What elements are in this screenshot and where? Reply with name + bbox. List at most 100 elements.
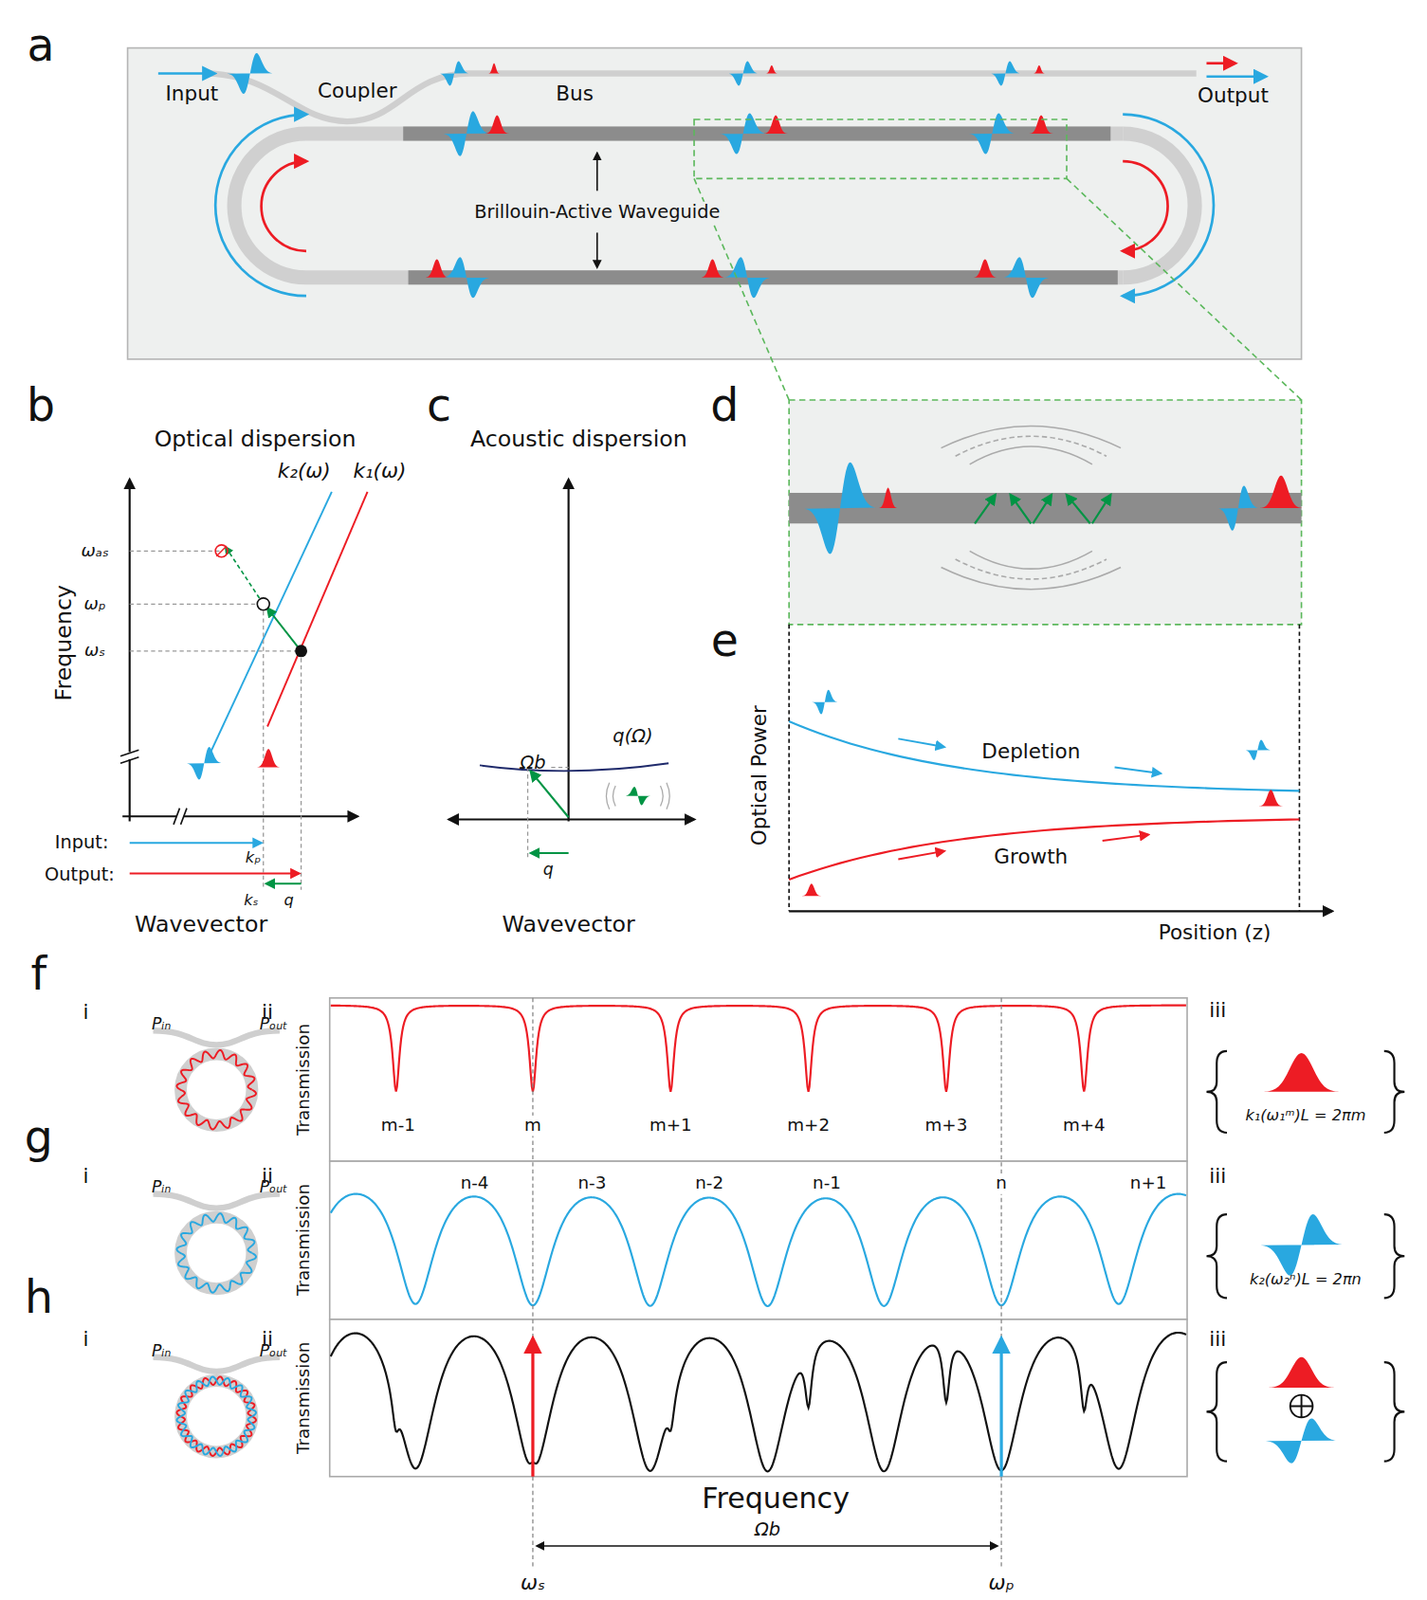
figure-label: Brillouin-Active Waveguide (471, 201, 724, 223)
antisymmetric-pulse (989, 61, 1021, 87)
figure-label: Input: (54, 832, 110, 854)
figure-stroke (612, 786, 616, 807)
gaussian-pulse (878, 488, 899, 509)
arrow-line (596, 232, 599, 268)
circled-plus (1290, 1395, 1314, 1419)
curly-brace (1206, 1214, 1227, 1299)
guide-line (129, 650, 302, 652)
figure-label: k₂(ω₂ⁿ)L = 2πn (1249, 1271, 1362, 1290)
circled-plus (1290, 1395, 1314, 1419)
acoustic-wave (969, 446, 1093, 465)
figure-label: n-1 (812, 1173, 842, 1194)
figure-label: i (82, 1328, 89, 1353)
arrow-line (129, 873, 300, 876)
figure-label: Transmission (293, 1024, 314, 1136)
figure-label: ωₐₛ (80, 541, 109, 562)
arrow-line (129, 841, 262, 844)
ring-bend (234, 133, 307, 278)
figure-label: i (82, 1165, 89, 1190)
acoustic-wave (941, 567, 1121, 590)
figure-label: m+3 (925, 1115, 969, 1136)
panel-letter: d (710, 380, 739, 432)
antisymmetric-pulse (1217, 485, 1259, 531)
figure-label: iii (1208, 1165, 1226, 1190)
antisymmetric-pulse (443, 110, 490, 156)
antisymmetric-pulse (439, 61, 470, 87)
figure-label: i (82, 1001, 89, 1025)
arrow-line (1066, 494, 1091, 524)
figure-label: Transmission (293, 1184, 314, 1297)
figure-label: Pₒᵤₜ (259, 1178, 289, 1198)
figure-label: k₁(ω) (353, 459, 407, 484)
guide-line (129, 550, 222, 552)
anti-stokes-point (215, 545, 228, 558)
figure-label: kₛ (243, 892, 258, 911)
figure-label: Pᵢₙ (151, 1341, 171, 1361)
figure-label: Ωb (519, 752, 546, 774)
figure-label: q (284, 892, 294, 911)
dispersion-line (209, 492, 332, 756)
acoustic-wave (955, 559, 1107, 580)
gaussian-pulse (484, 115, 511, 134)
mode-field (176, 1050, 257, 1131)
gaussian-pulse (1258, 789, 1284, 806)
figure-label: Pᵢₙ (151, 1015, 171, 1035)
acoustic-wave (969, 550, 1093, 569)
figure-stroke (605, 783, 609, 810)
arrow-line (530, 852, 569, 855)
arrow-line (267, 608, 302, 652)
figure-label: q (543, 860, 554, 880)
stokes-point (294, 644, 308, 658)
arrow-line (530, 771, 569, 818)
curly-brace (1384, 1051, 1406, 1134)
guide-line (787, 624, 790, 913)
figure-label: Growth (993, 845, 1068, 870)
gaussian-pulse (801, 883, 823, 897)
figure-label: Output (1197, 84, 1269, 109)
gaussian-pulse (699, 258, 726, 277)
figure-label: kₚ (245, 849, 261, 868)
circulation-arrow (1122, 114, 1214, 297)
figure-label: Wavevector (502, 912, 636, 938)
arrow-line (122, 815, 358, 818)
mode-field (176, 1213, 257, 1294)
figure-label: Pᵢₙ (151, 1178, 171, 1198)
figure-stroke (120, 750, 139, 756)
panel-letter: e (711, 615, 739, 667)
arrow-line (1115, 768, 1161, 774)
plot-frame (329, 1319, 1188, 1478)
figure-label: Frequency (701, 1482, 850, 1517)
zoom-panel (788, 400, 1301, 625)
dispersion-line (267, 492, 368, 728)
plot-frame (329, 1161, 1188, 1320)
figure-stroke (173, 808, 180, 825)
figure-label: n+1 (1130, 1173, 1168, 1194)
antisymmetric-pulse (811, 690, 838, 715)
arrow-line (897, 738, 944, 748)
antisymmetric-pulse (1244, 739, 1271, 761)
guide-line (262, 603, 264, 890)
figure-label: Pₒᵤₜ (259, 1341, 289, 1361)
panel-letter: b (26, 380, 55, 432)
figure-label: n-4 (460, 1173, 490, 1194)
curly-brace (1206, 1362, 1227, 1462)
figure-label: iii (1208, 1328, 1226, 1353)
figure-stroke (660, 786, 664, 807)
antisymmetric-pulse (443, 256, 490, 298)
arrow-line (999, 1338, 1003, 1477)
figure-label: Acoustic dispersion (470, 425, 688, 452)
figure-label: Coupler (317, 78, 398, 103)
curly-brace (1206, 1051, 1227, 1134)
figure-label: m (522, 1115, 544, 1136)
figure-label: ωₚ (987, 1571, 1014, 1595)
arrow-line (596, 152, 599, 191)
guide-line (550, 767, 568, 769)
bus-waveguide (203, 73, 1196, 123)
figure-label: m+4 (1062, 1115, 1106, 1136)
gaussian-pulse (765, 65, 778, 74)
arrow-line (1092, 494, 1111, 524)
arrow-line (974, 494, 996, 524)
antisymmetric-pulse (624, 786, 651, 805)
figure-label: ωₛ (520, 1571, 546, 1595)
